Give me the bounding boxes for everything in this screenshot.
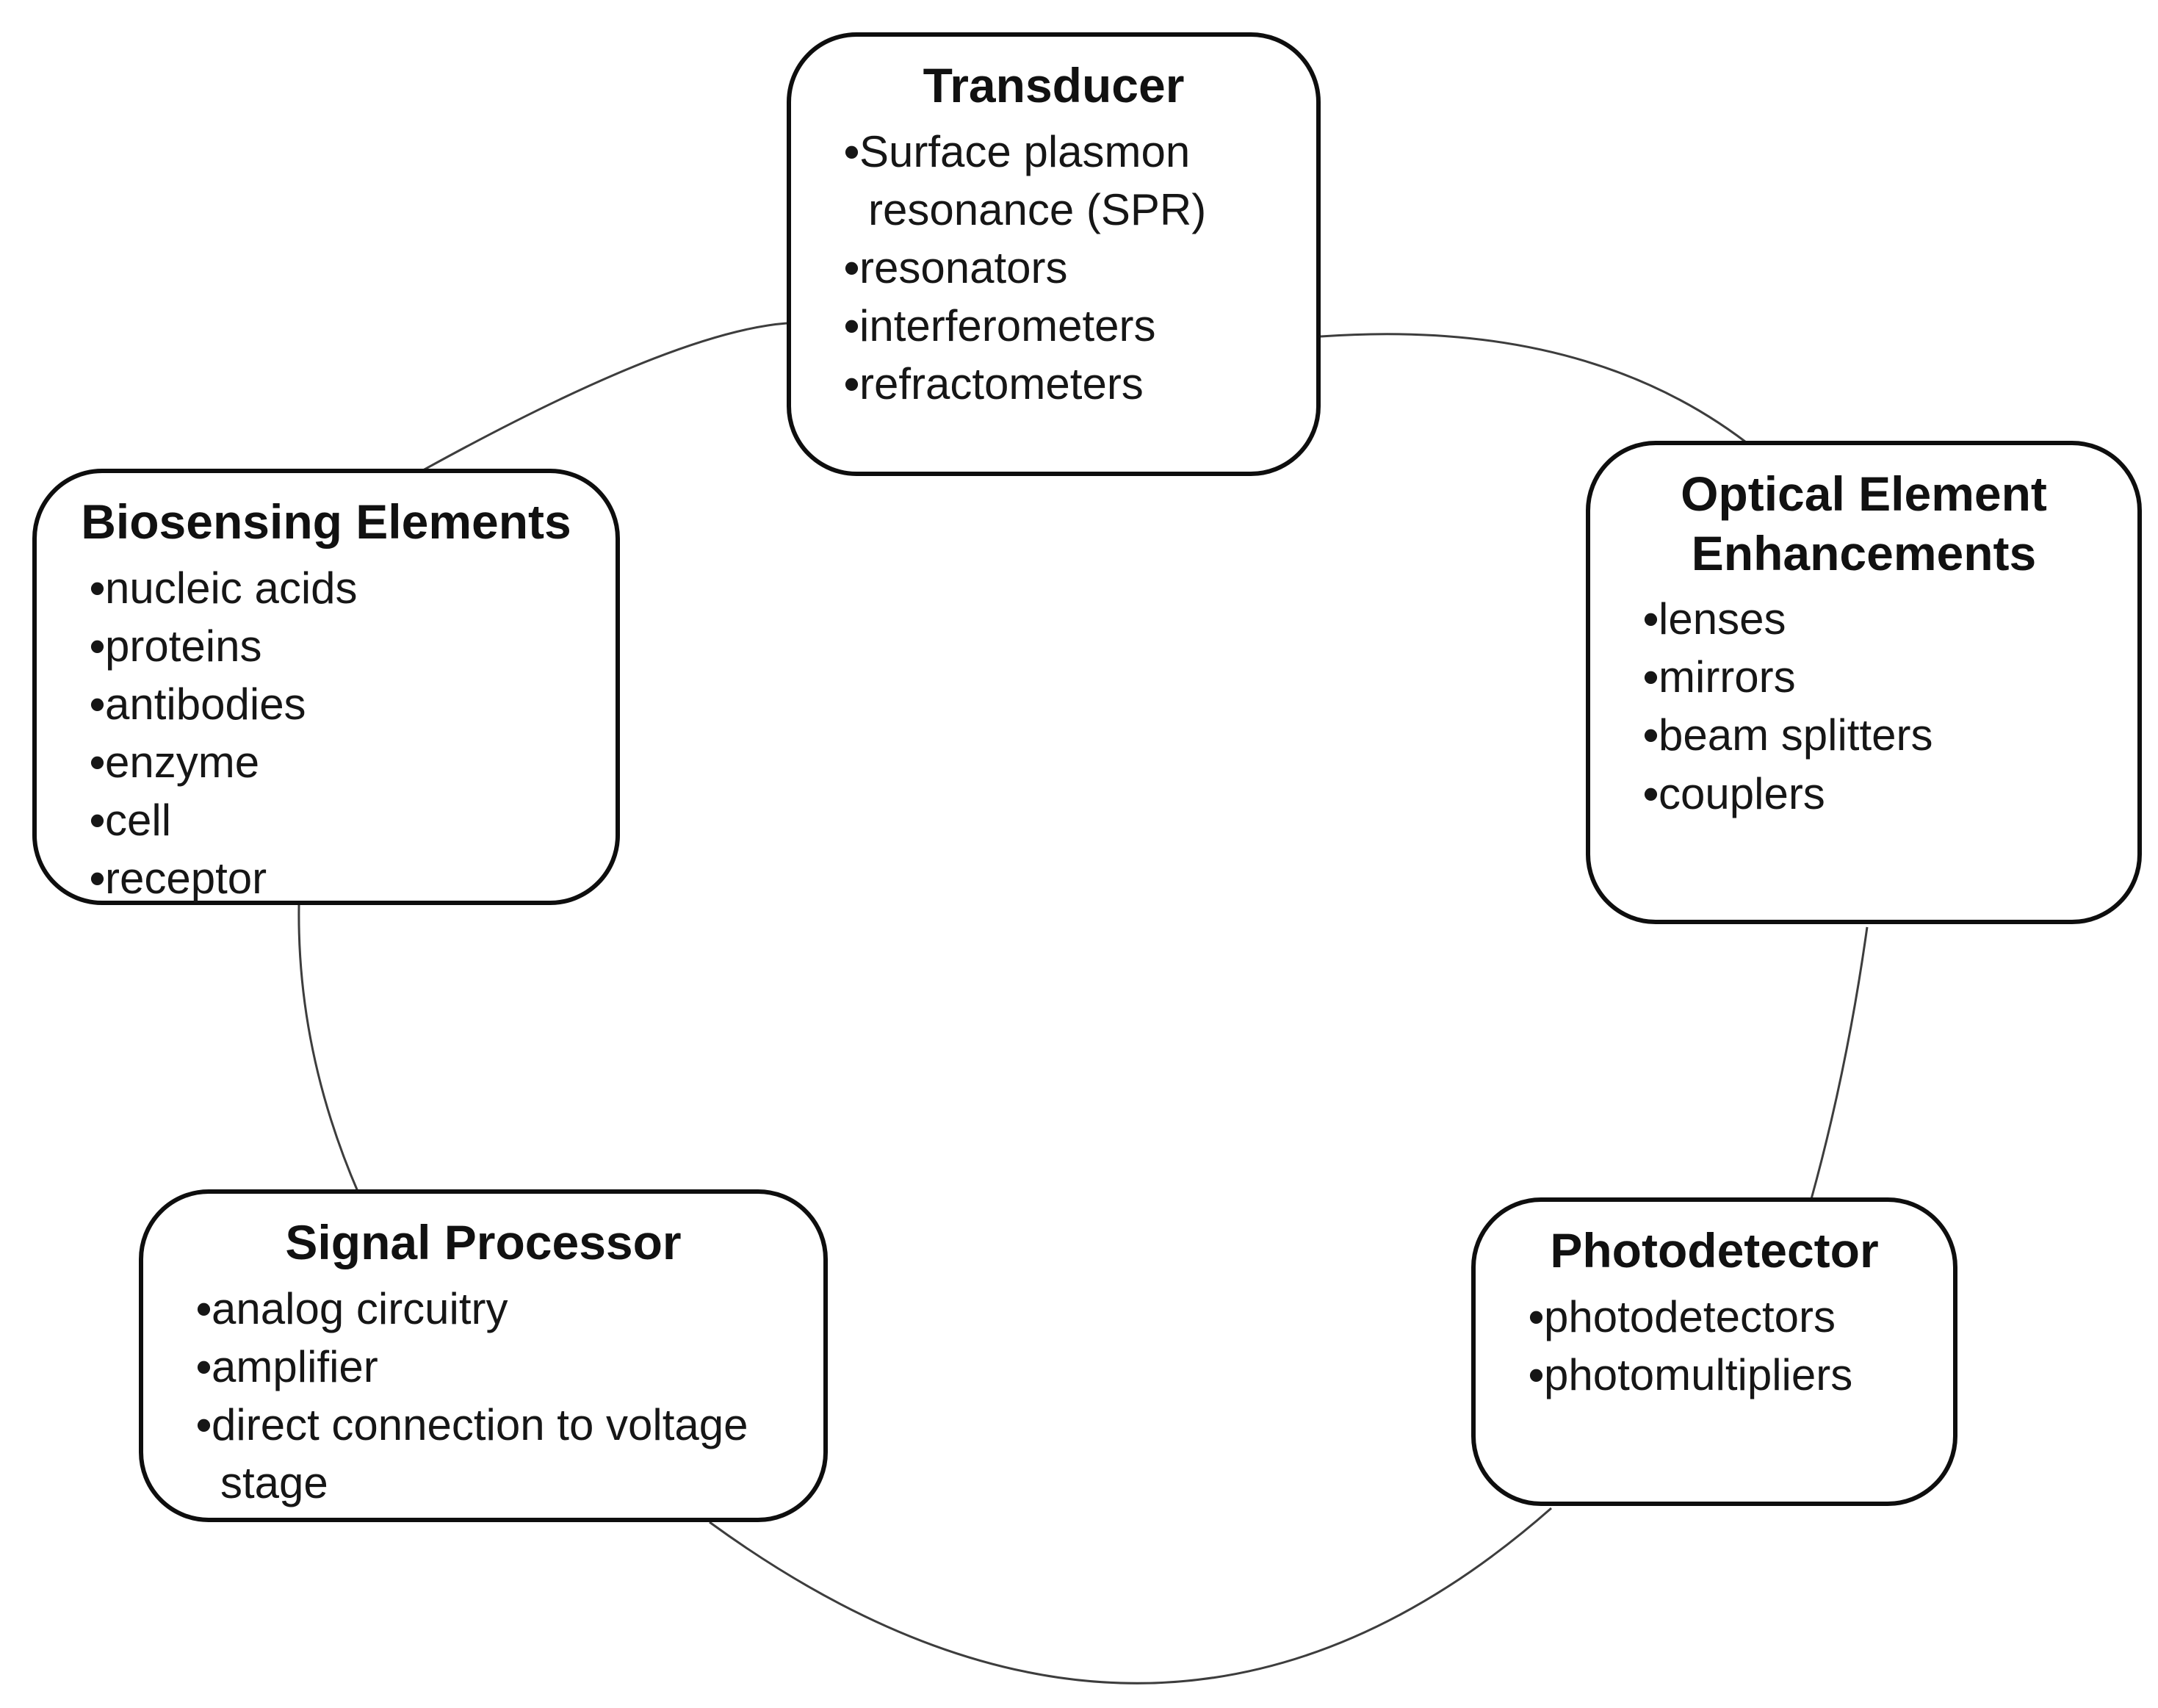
- node-optical-element-enhancements: Optical Element Enhancements lenses mirr…: [1586, 441, 2142, 924]
- bullet-item: photomultipliers: [1529, 1346, 1920, 1404]
- bullet-item: Surface plasmon resonance (SPR): [844, 123, 1283, 239]
- arc-optical-to-photodetector: [1810, 926, 1869, 1200]
- bullet-item: proteins: [90, 617, 582, 675]
- bullet-item: refractometers: [844, 355, 1283, 413]
- node-title: Signal Processor: [285, 1215, 682, 1269]
- bullet-item: mirrors: [1643, 648, 2104, 706]
- bullet-list: lenses mirrors beam splitters couplers: [1590, 590, 2137, 823]
- bullet-list: nucleic acids proteins antibodies enzyme…: [37, 559, 616, 908]
- node-title: Biosensing Elements: [81, 494, 571, 549]
- bullet-item: amplifier: [196, 1338, 790, 1396]
- bullet-item: interferometers: [844, 297, 1283, 355]
- arc-biosensing-to-signal: [297, 904, 360, 1194]
- bullet-item: direct connection to voltage stage: [196, 1396, 790, 1512]
- node-transducer: Transducer Surface plasmon resonance (SP…: [787, 32, 1321, 476]
- node-title: Photodetector: [1550, 1223, 1879, 1278]
- node-biosensing-elements: Biosensing Elements nucleic acids protei…: [32, 469, 620, 905]
- node-signal-processor: Signal Processor analog circuitry amplif…: [139, 1189, 828, 1522]
- bullet-item: enzyme: [90, 733, 582, 791]
- bullet-item: analog circuitry: [196, 1280, 790, 1338]
- bullet-list: Surface plasmon resonance (SPR) resonato…: [791, 123, 1316, 414]
- bullet-item: antibodies: [90, 675, 582, 733]
- bullet-item: resonators: [844, 239, 1283, 297]
- arc-biosensing-to-transducer: [416, 322, 787, 475]
- bullet-item: couplers: [1643, 765, 2104, 823]
- arc-signal-to-photodetector: [709, 1507, 1552, 1684]
- bullet-item: nucleic acids: [90, 559, 582, 617]
- node-title: Optical Element Enhancements: [1681, 466, 2047, 580]
- bullet-item: beam splitters: [1643, 706, 2104, 764]
- bullet-item: receptor: [90, 849, 582, 907]
- bullet-item: photodetectors: [1529, 1288, 1920, 1346]
- bullet-list: analog circuitry amplifier direct connec…: [143, 1280, 823, 1513]
- node-photodetector: Photodetector photodetectors photomultip…: [1471, 1197, 1957, 1506]
- arc-transducer-to-optical: [1320, 333, 1756, 451]
- bullet-list: photodetectors photomultipliers: [1476, 1288, 1953, 1404]
- bullet-item: lenses: [1643, 590, 2104, 648]
- node-title: Transducer: [923, 58, 1185, 112]
- bullet-item: cell: [90, 791, 582, 849]
